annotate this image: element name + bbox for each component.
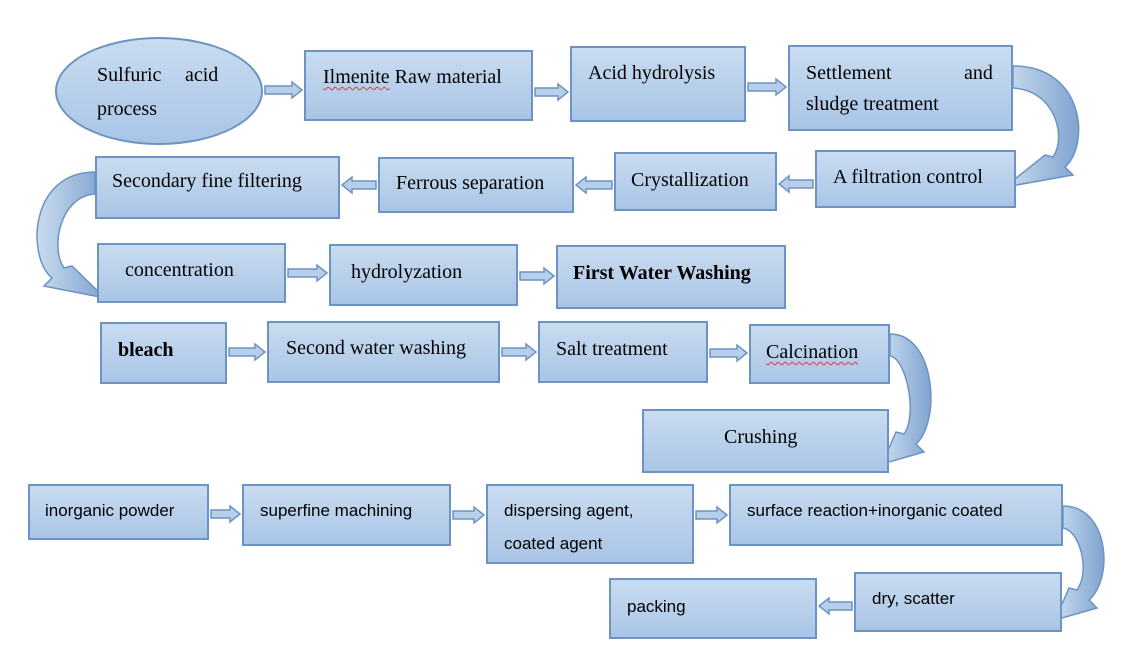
node-dry-scatter-label: dry, scatter: [872, 589, 955, 608]
arrow-powder-to-superfine: [210, 504, 242, 524]
node-acid-hydrolysis: Acid hydrolysis: [570, 46, 746, 122]
arrow-hydrolyzation-to-firstwash: [519, 266, 556, 286]
node-superfine-machining: superfine machining: [242, 484, 451, 546]
node-ferrous-separation: Ferrous separation: [378, 157, 574, 213]
node-ferrous-label: Ferrous separation: [396, 172, 545, 194]
node-sulfuric-line1b: acid: [185, 64, 219, 86]
node-crushing: Crushing: [642, 409, 889, 473]
node-surface-label: surface reaction+inorganic coated: [747, 501, 1003, 520]
node-sulfuric-line1a: Sulfuric: [97, 64, 162, 86]
arrow-dispersing-to-surface: [695, 505, 729, 525]
arrow-crystallization-to-ferrous: [574, 175, 613, 195]
arrow-superfine-to-dispersing: [452, 505, 486, 525]
arrow-dry-to-packing: [817, 596, 853, 616]
arrow-settlement-to-filtration: [1004, 65, 1080, 188]
node-bleach-label: bleach: [118, 339, 174, 361]
node-first-water-washing: First Water Washing: [556, 245, 786, 309]
node-second-water-washing: Second water washing: [267, 321, 500, 383]
node-settlement-line2: sludge treatment: [806, 93, 939, 115]
arrow-surface-to-dry: [1053, 505, 1105, 622]
node-hydrolyzation: hydrolyzation: [329, 244, 518, 306]
node-second-wash-label: Second water washing: [286, 337, 466, 359]
node-crushing-label: Crushing: [724, 426, 798, 448]
node-first-wash-label: First Water Washing: [573, 262, 751, 284]
node-settlement-word1: Settlement: [806, 62, 892, 84]
node-inorganic-powder: inorganic powder: [28, 484, 209, 540]
arrow-secondary-to-concentration: [36, 171, 108, 300]
node-settlement-word2: and: [964, 62, 993, 84]
node-secondary-label: Secondary fine filtering: [112, 170, 302, 192]
arrow-sulfuric-to-ilmenite: [264, 80, 304, 100]
node-sulfuric-acid-process: Sulfuric acid process: [55, 37, 263, 145]
node-dispersing-agent: dispersing agent, coated agent: [486, 484, 694, 564]
arrow-filtration-to-crystallization: [777, 174, 814, 194]
node-settlement-sludge: Settlement and sludge treatment: [788, 45, 1013, 131]
node-filtration-control: A filtration control: [815, 150, 1016, 208]
node-dispersing-line2: coated agent: [504, 534, 603, 553]
node-filtration-label: A filtration control: [833, 166, 983, 188]
node-ilmenite-raw-material: Ilmenite Raw material: [304, 50, 533, 121]
node-packing: packing: [609, 578, 817, 639]
node-sulfuric-line2: process: [97, 98, 157, 120]
node-secondary-fine-filtering: Secondary fine filtering: [95, 156, 340, 219]
arrow-bleach-to-secondwash: [228, 342, 267, 362]
node-surface-reaction: surface reaction+inorganic coated: [729, 484, 1063, 546]
node-concentration: concentration: [97, 243, 286, 303]
node-calcination: Calcination: [749, 324, 890, 384]
node-crystallization: Crystallization: [614, 152, 777, 211]
arrow-secondwash-to-salt: [501, 342, 538, 362]
arrow-calcination-to-crushing: [880, 333, 932, 466]
node-bleach: bleach: [100, 322, 227, 384]
node-inorganic-powder-label: inorganic powder: [45, 501, 175, 520]
arrow-acid-to-settlement: [747, 77, 788, 97]
node-calcination-label: Calcination: [766, 341, 859, 363]
node-hydrolyzation-label: hydrolyzation: [351, 261, 463, 283]
node-concentration-label: concentration: [125, 259, 234, 281]
arrow-ilmenite-to-acid: [534, 82, 570, 102]
node-dry-scatter: dry, scatter: [854, 572, 1062, 632]
node-superfine-label: superfine machining: [260, 501, 413, 520]
node-ilmenite-word1: Ilmenite: [323, 66, 390, 88]
node-salt-label: Salt treatment: [556, 338, 668, 360]
arrow-salt-to-calcination: [709, 343, 749, 363]
arrow-ferrous-to-secondary: [340, 175, 377, 195]
node-crystallization-label: Crystallization: [631, 169, 749, 191]
arrow-concentration-to-hydrolyzation: [287, 263, 329, 283]
node-acid-hydrolysis-label: Acid hydrolysis: [588, 62, 716, 84]
node-packing-label: packing: [627, 597, 686, 616]
node-ilmenite-rest: Raw material: [389, 66, 502, 88]
node-salt-treatment: Salt treatment: [538, 321, 708, 383]
node-dispersing-line1: dispersing agent,: [504, 501, 634, 520]
